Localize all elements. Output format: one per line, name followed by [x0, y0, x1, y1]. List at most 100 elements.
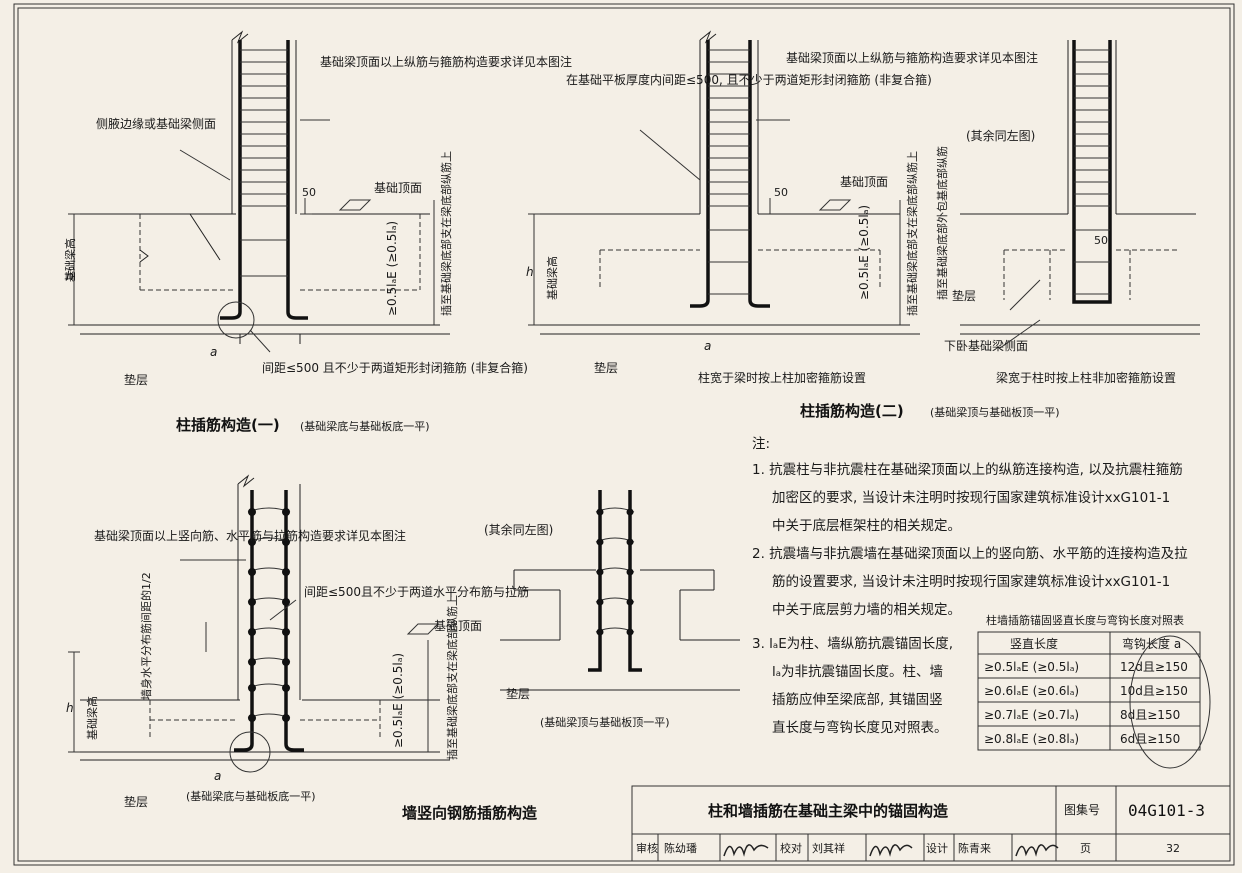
- d1-caption: 柱插筋构造(一): [176, 416, 280, 434]
- sheet-outer-border: [13, 3, 1235, 866]
- designer-signature: [1015, 844, 1059, 857]
- d3-anchor-req: ≥0.5lₐE (≥0.5lₐ): [391, 653, 405, 748]
- note-line-2: 加密区的要求, 当设计未注明时按现行国家建筑标准设计xxG101-1: [772, 489, 1170, 506]
- design-label: 设计: [926, 842, 948, 855]
- page-number: 32: [1166, 842, 1180, 855]
- d2-same-left: (其余同左图): [966, 128, 1035, 143]
- note-line-4: 2. 抗震墙与非抗震墙在基础梁顶面以上的竖向筋、水平筋的连接构造及拉: [752, 545, 1188, 562]
- d3-same-left: (其余同左图): [484, 522, 553, 537]
- d1-h-label: h: [66, 269, 74, 283]
- d3-sub-caption-b: (基础梁顶与基础板顶一平): [540, 715, 670, 729]
- note-line-6: 中关于底层剪力墙的相关规定。: [772, 602, 961, 618]
- d3-spacing-note: 间距≤500且不少于两道水平分布筋与拉筋: [304, 584, 529, 599]
- note-line-9: 插筋应伸至梁底部, 其锚固竖: [772, 691, 943, 708]
- table-cell: 8d且≥150: [1120, 708, 1180, 722]
- d1-cushion: 垫层: [124, 372, 148, 387]
- d2-raft-note: 在基础平板厚度内间距≤500, 且不少于两道矩形封闭箍筋 (非复合箍): [566, 72, 932, 87]
- d3-h: h: [66, 701, 74, 715]
- note-line-10: 直长度与弯钩长度见对照表。: [772, 719, 948, 736]
- hook-highlight-circle-3: [229, 731, 271, 773]
- note-line-8: lₐ为非抗震锚固长度。柱、墙: [772, 664, 943, 680]
- d2-above-top: 基础梁顶面以上纵筋与箍筋构造要求详见本图注: [786, 50, 1038, 65]
- d2-cushion-b: 垫层: [952, 288, 976, 303]
- d1-a-label: a: [210, 345, 217, 359]
- diagram-column-rebar-1: 基础梁顶面以上纵筋与箍筋构造要求详见本图注 侧腋边缘或基础梁侧面 基础顶面 基础…: [63, 30, 572, 434]
- atlas-label: 图集号: [1064, 802, 1100, 817]
- note-line-5: 筋的设置要求, 当设计未注明时按现行国家建筑标准设计xxG101-1: [772, 573, 1170, 590]
- d2-h: h: [526, 265, 534, 279]
- designer-name: 陈青来: [958, 841, 991, 855]
- d1-side-edge-label: 侧腋边缘或基础梁侧面: [96, 116, 216, 131]
- anchor-length-table: 柱墙插筋锚固竖直长度与弯钩长度对照表 竖直长度 弯钩长度 a ≥0.5lₐE (…: [977, 613, 1211, 769]
- d1-spacing-note: 间距≤500 且不少于两道矩形封闭箍筋 (非复合箍): [262, 360, 528, 375]
- atlas-number: 04G101-3: [1128, 801, 1205, 820]
- table-cell: ≥0.8lₐE (≥0.8lₐ): [984, 732, 1079, 746]
- d3-a: a: [214, 769, 221, 783]
- notes-heading: 注:: [752, 436, 770, 452]
- d1-above-top-label: 基础梁顶面以上纵筋与箍筋构造要求详见本图注: [320, 54, 572, 69]
- d2-to-bottom-b: 插至基础梁底部外包基底部纵筋: [935, 146, 949, 300]
- table-frame: [977, 631, 1201, 751]
- title-block-frame: [631, 785, 1231, 862]
- reviewer-signature: [723, 844, 769, 857]
- d3-to-bottom: 插至基础梁底部支在梁底部纵筋上: [445, 595, 459, 760]
- d2-caption: 柱插筋构造(二): [800, 402, 904, 420]
- table-cell: ≥0.7lₐE (≥0.7lₐ): [984, 708, 1079, 722]
- d2-to-bottom: 插至基础梁底部支在梁底部纵筋上: [905, 151, 919, 316]
- d3-half-spacing: 墙身水平分布筋间距的1/2: [139, 572, 153, 700]
- column-stirrups-1: [240, 49, 288, 277]
- d3-cushion: 垫层: [124, 794, 148, 809]
- d3-caption: 墙竖向钢筋插筋构造: [402, 804, 537, 822]
- d3-beam-height: 基础梁高: [85, 696, 99, 740]
- table-cell: 6d且≥150: [1120, 732, 1180, 746]
- column-stirrups-3: [1074, 49, 1110, 295]
- d2-beam-wider: 梁宽于柱时按上柱非加密箍筋设置: [996, 370, 1176, 385]
- drawing-title: 柱和墙插筋在基础主梁中的锚固构造: [708, 802, 948, 820]
- d2-lower-beam-side: 下卧基础梁侧面: [944, 338, 1028, 353]
- column-stirrups-2: [708, 49, 750, 295]
- table-cell: ≥0.6lₐE (≥0.6lₐ): [984, 684, 1079, 698]
- checker-name: 刘其祥: [812, 841, 845, 855]
- note-line-7: 3. lₐE为柱、墙纵筋抗震锚固长度,: [752, 635, 953, 652]
- d2-beam-height: 基础梁高: [545, 256, 559, 300]
- hook-highlight-circle-1: [217, 301, 255, 339]
- diagram-wall-rebar: 基础梁顶面以上竖向筋、水平筋与拉筋构造要求详见本图注 墙身水平分布筋间距的1/2…: [66, 474, 740, 822]
- d3-foundation-top: 基础顶面: [434, 619, 482, 633]
- diagram-column-rebar-2: 在基础平板厚度内间距≤500, 且不少于两道矩形封闭箍筋 (非复合箍) 基础梁顶…: [526, 30, 1200, 420]
- check-label: 校对: [780, 841, 802, 855]
- note-line-1: 1. 抗震柱与非抗震柱在基础梁顶面以上的纵筋连接构造, 以及抗震柱箍筋: [752, 461, 1183, 478]
- review-label: 审核: [636, 841, 658, 855]
- reviewer-name: 陈幼璠: [664, 841, 697, 855]
- d2-caption-sub: (基础梁顶与基础板顶一平): [930, 405, 1060, 419]
- d1-beam-height-label: 基础梁高: [63, 238, 77, 282]
- d1-dim-50: 50: [302, 186, 316, 199]
- d3-sub-caption: (基础梁底与基础板底一平): [186, 789, 316, 803]
- d1-caption-sub: (基础梁底与基础板底一平): [300, 419, 430, 433]
- title-block: 柱和墙插筋在基础主梁中的锚固构造 图集号 04G101-3 审核 陈幼璠 校对 …: [631, 785, 1231, 862]
- table-cell: 12d且≥150: [1120, 660, 1188, 674]
- table-cell: 10d且≥150: [1120, 684, 1188, 698]
- sheet-border: [17, 7, 1231, 862]
- table-cell: ≥0.5lₐE (≥0.5lₐ): [984, 660, 1079, 674]
- d1-foundation-top-label: 基础顶面: [374, 181, 422, 195]
- note-line-3: 中关于底层框架柱的相关规定。: [772, 518, 961, 534]
- table-highlight-ellipse: [1129, 635, 1211, 769]
- d3-cushion-b: 垫层: [506, 686, 530, 701]
- d3-above-top: 基础梁顶面以上竖向筋、水平筋与拉筋构造要求详见本图注: [94, 528, 406, 543]
- d2-anchor-req: ≥0.5lₐE (≥0.5lₐ): [857, 205, 871, 300]
- wall-horizontal-bars-2: [595, 507, 635, 636]
- table-header-vertical: 竖直长度: [1010, 636, 1058, 651]
- table-title: 柱墙插筋锚固竖直长度与弯钩长度对照表: [986, 613, 1184, 627]
- wall-horizontal-bars: [247, 507, 291, 722]
- d2-col-wider: 柱宽于梁时按上柱加密箍筋设置: [698, 370, 866, 385]
- d1-anchor-req: ≥0.5lₐE (≥0.5lₐ): [385, 221, 399, 316]
- notes-block: 注: 1. 抗震柱与非抗震柱在基础梁顶面以上的纵筋连接构造, 以及抗震柱箍筋 加…: [752, 436, 1188, 736]
- d1-to-bottom: 插至基础梁底部支在梁底部纵筋上: [439, 151, 453, 316]
- d2-cushion: 垫层: [594, 360, 618, 375]
- d2-dim-50b: 50: [1094, 234, 1108, 247]
- d2-foundation-top: 基础顶面: [840, 175, 888, 189]
- page-label: 页: [1080, 842, 1091, 855]
- checker-signature: [869, 844, 913, 857]
